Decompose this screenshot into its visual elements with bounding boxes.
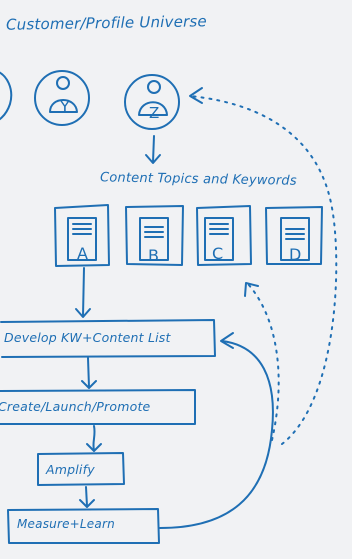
profile-x-partial-circle — [0, 71, 13, 121]
dotted-arrow-to-topics — [247, 283, 280, 441]
profile-y-label: Y — [60, 97, 70, 116]
topic-doc-a-icon — [54, 204, 110, 267]
profile-z-icon — [124, 74, 180, 130]
amplify-box — [37, 452, 125, 486]
profile-z-label: Z — [149, 104, 160, 122]
topic-doc-c-icon — [196, 205, 252, 266]
arrow-profile-to-topics — [145, 135, 161, 164]
topic-doc-d-icon — [265, 206, 323, 265]
topic-c-label: C — [212, 244, 224, 263]
step-amplify-label: Amplify — [46, 462, 95, 477]
step-measure-label: Measure+Learn — [17, 517, 115, 531]
dotted-arrow-to-profile — [189, 95, 338, 445]
topic-doc-b-icon — [125, 205, 184, 266]
arrow-develop-to-create — [81, 357, 97, 389]
feedback-arrow-to-develop — [159, 332, 274, 529]
arrow-topics-to-develop — [75, 267, 91, 318]
arrow-create-to-amplify — [86, 425, 102, 452]
arrow-amplify-to-measure — [79, 486, 95, 508]
topic-d-label: D — [289, 245, 302, 264]
create-box — [0, 389, 196, 425]
diagram-title: Customer/Profile Universe — [5, 12, 208, 34]
profile-y-icon — [34, 70, 90, 126]
topic-b-label: B — [148, 246, 159, 265]
topic-a-label: A — [77, 244, 88, 263]
step-create-label: Create/Launch/Promote — [0, 399, 151, 414]
develop-box — [0, 319, 216, 358]
dotted-arrow-to-topics-head — [244, 282, 259, 297]
measure-box — [7, 508, 160, 544]
step-develop-label: Develop KW+Content List — [4, 330, 171, 345]
dotted-arrow-to-profile-head — [189, 87, 203, 104]
